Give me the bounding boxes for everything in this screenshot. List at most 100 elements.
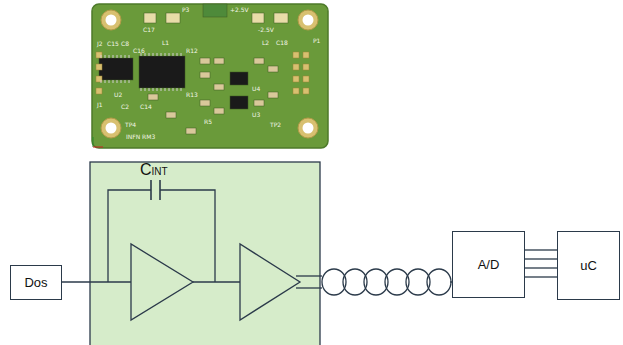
silkscreen-label: U4 xyxy=(252,86,260,92)
block-label: uC xyxy=(576,258,601,273)
silkscreen-label: P1 xyxy=(313,38,320,44)
ic-pin xyxy=(109,55,110,58)
ic-pin xyxy=(161,88,162,91)
board-component xyxy=(268,66,278,72)
silkscreen-label: TP2 xyxy=(270,122,281,128)
ic-pin xyxy=(117,55,118,58)
ic-pin xyxy=(149,53,150,56)
silkscreen-label: C16 xyxy=(133,48,145,54)
ic-pin xyxy=(117,80,118,83)
axis-y xyxy=(93,137,94,147)
silkscreen-label: L2 xyxy=(262,40,269,46)
ic-pin xyxy=(113,55,114,58)
block-label: Dos xyxy=(20,275,51,290)
integrator-amplifier xyxy=(131,244,193,320)
mounting-hole xyxy=(101,118,121,138)
ic-pin xyxy=(181,88,182,91)
board-component xyxy=(203,4,227,17)
hole-center xyxy=(106,15,117,26)
board-component xyxy=(274,13,288,23)
silkscreen-label: U3 xyxy=(252,112,260,118)
ic-pin xyxy=(153,53,154,56)
solder-pad xyxy=(303,64,309,70)
solder-pad xyxy=(303,52,309,58)
ic-pin xyxy=(177,88,178,91)
ic-pin xyxy=(153,88,154,91)
solder-pad xyxy=(293,52,299,58)
silkscreen-label: INFN RM3 xyxy=(126,134,155,140)
pcb-board xyxy=(92,4,328,148)
board-component xyxy=(99,58,133,80)
ic-pin xyxy=(165,53,166,56)
silkscreen-label: C2 xyxy=(121,104,129,110)
mounting-hole xyxy=(298,118,318,138)
silkscreen-label: C15 xyxy=(107,41,119,47)
hole-center xyxy=(303,123,314,134)
ic-pin xyxy=(125,55,126,58)
block-box: Dos xyxy=(10,265,62,300)
ic-pin xyxy=(177,53,178,56)
solder-pad xyxy=(293,76,299,82)
ic-pin xyxy=(105,55,106,58)
board-component xyxy=(166,112,176,118)
hole-center xyxy=(303,15,314,26)
solder-pad xyxy=(303,88,309,94)
silkscreen-label: R13 xyxy=(186,92,198,98)
mounting-holes xyxy=(101,10,318,138)
axis-x xyxy=(93,147,103,148)
block-box: uC xyxy=(557,231,620,300)
schematic-wires xyxy=(62,180,453,320)
ic-pin xyxy=(161,53,162,56)
ic-pin xyxy=(101,80,102,83)
ic-pin xyxy=(113,80,114,83)
ic-pin xyxy=(157,88,158,91)
silkscreen-label: U2 xyxy=(114,92,122,98)
silkscreen-label: C14 xyxy=(140,104,152,110)
board-component xyxy=(230,72,248,85)
ic-pin xyxy=(101,55,102,58)
ic-pin xyxy=(173,53,174,56)
front-end-module xyxy=(90,162,320,345)
data-bus-line xyxy=(525,249,557,250)
stage-wire xyxy=(193,281,240,282)
board-component xyxy=(230,96,248,109)
capacitor-label: CINT xyxy=(140,162,168,178)
axis-mark xyxy=(93,137,103,147)
solder-pad xyxy=(303,76,309,82)
ic-pin xyxy=(105,80,106,83)
solder-pad xyxy=(96,52,102,58)
silkscreen-label: C18 xyxy=(276,40,288,46)
board-component xyxy=(254,58,264,64)
silkscreen-label: R5 xyxy=(204,119,212,125)
ic-pin xyxy=(173,88,174,91)
solder-pad xyxy=(96,88,102,94)
silkscreen-label: J1 xyxy=(97,102,103,108)
board-component xyxy=(200,72,210,78)
ic-pin xyxy=(149,88,150,91)
ic-pin xyxy=(141,88,142,91)
solder-pad xyxy=(293,88,299,94)
capacitor-plate xyxy=(159,180,161,200)
ic-pin xyxy=(169,53,170,56)
data-bus-line xyxy=(525,276,557,277)
silkscreen-label: P3 xyxy=(182,7,189,13)
mounting-hole xyxy=(298,10,318,30)
ic-pin xyxy=(157,53,158,56)
board-component xyxy=(139,56,185,88)
board-component xyxy=(252,13,264,23)
output-wire xyxy=(296,287,322,288)
data-bus-line xyxy=(525,258,557,259)
ic-pin xyxy=(165,88,166,91)
ic-pin xyxy=(121,55,122,58)
ic-pin xyxy=(129,55,130,58)
silkscreen-label: R12 xyxy=(186,48,198,54)
silkscreen-label: C8 xyxy=(121,41,129,47)
board-component xyxy=(200,100,210,106)
board-component xyxy=(214,84,224,90)
board-component xyxy=(148,94,158,100)
board-component xyxy=(214,108,224,114)
ic-pin xyxy=(145,88,146,91)
silkscreen-label: +2.5V xyxy=(230,7,249,13)
silkscreen-label: C17 xyxy=(143,27,155,33)
